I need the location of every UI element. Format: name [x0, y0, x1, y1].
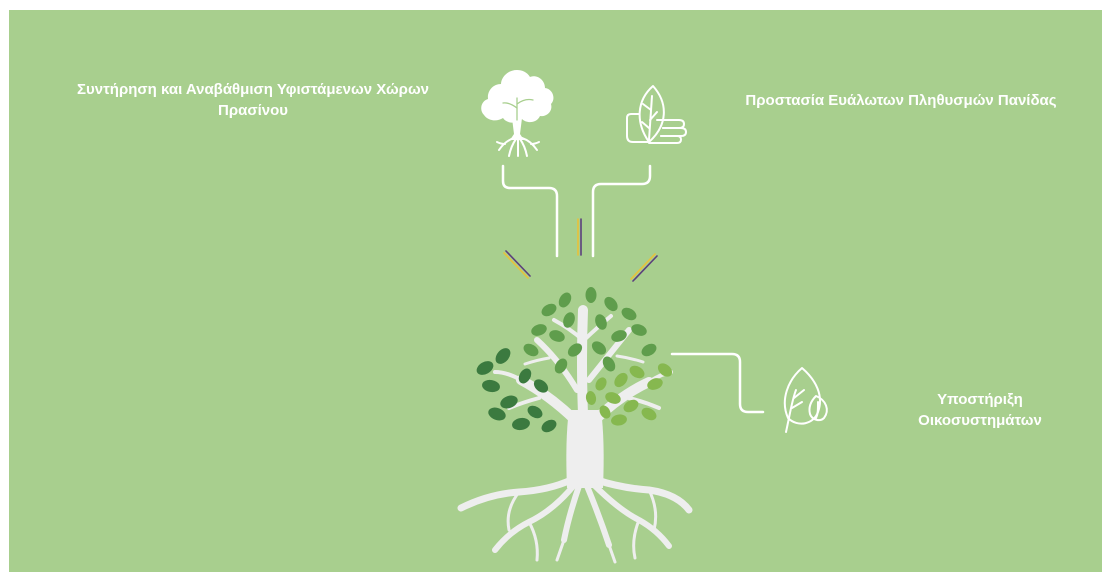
label-ecosystems-line2: Οικοσυστημάτων	[918, 412, 1042, 429]
hand-leaf-icon	[626, 85, 687, 144]
label-ecosystems: Υποστήριξη Οικοσυστημάτων	[885, 389, 1075, 431]
accent-left-purple	[505, 250, 531, 277]
connector-green-spaces	[501, 164, 559, 258]
connector-ecosystems	[670, 352, 765, 414]
connector-lines	[501, 164, 765, 414]
label-green-spaces: Συντήρηση και Αναβάθμιση Υφιστάμενων Χώρ…	[33, 79, 473, 121]
tree-trunk	[566, 410, 604, 488]
label-green-spaces-line2: Πρασίνου	[218, 102, 288, 119]
label-green-spaces-line1: Συντήρηση και Αναβάθμιση Υφιστάμενων Χώρ…	[77, 81, 429, 98]
accent-strokes	[503, 218, 658, 282]
accent-left-yellow	[503, 252, 529, 279]
diagram-canvas: Συντήρηση και Αναβάθμιση Υφιστάμενων Χώρ…	[9, 10, 1102, 572]
label-fauna-line1: Προστασία Ευάλωτων Πληθυσμών Πανίδας	[745, 92, 1057, 109]
accent-right-yellow	[630, 253, 656, 280]
tree-roots-icon	[481, 70, 554, 157]
label-fauna: Προστασία Ευάλωτων Πληθυσμών Πανίδας	[707, 90, 1095, 111]
connector-fauna	[591, 164, 652, 258]
diagram-graphics	[457, 70, 828, 564]
accent-right-purple	[632, 255, 658, 282]
tree-branches	[493, 305, 673, 425]
tree-illustration	[457, 287, 693, 564]
leaf-drop-icon	[783, 367, 828, 433]
tree-roots	[457, 476, 693, 564]
label-ecosystems-line1: Υποστήριξη	[937, 391, 1023, 408]
tree-leaves	[476, 287, 673, 433]
